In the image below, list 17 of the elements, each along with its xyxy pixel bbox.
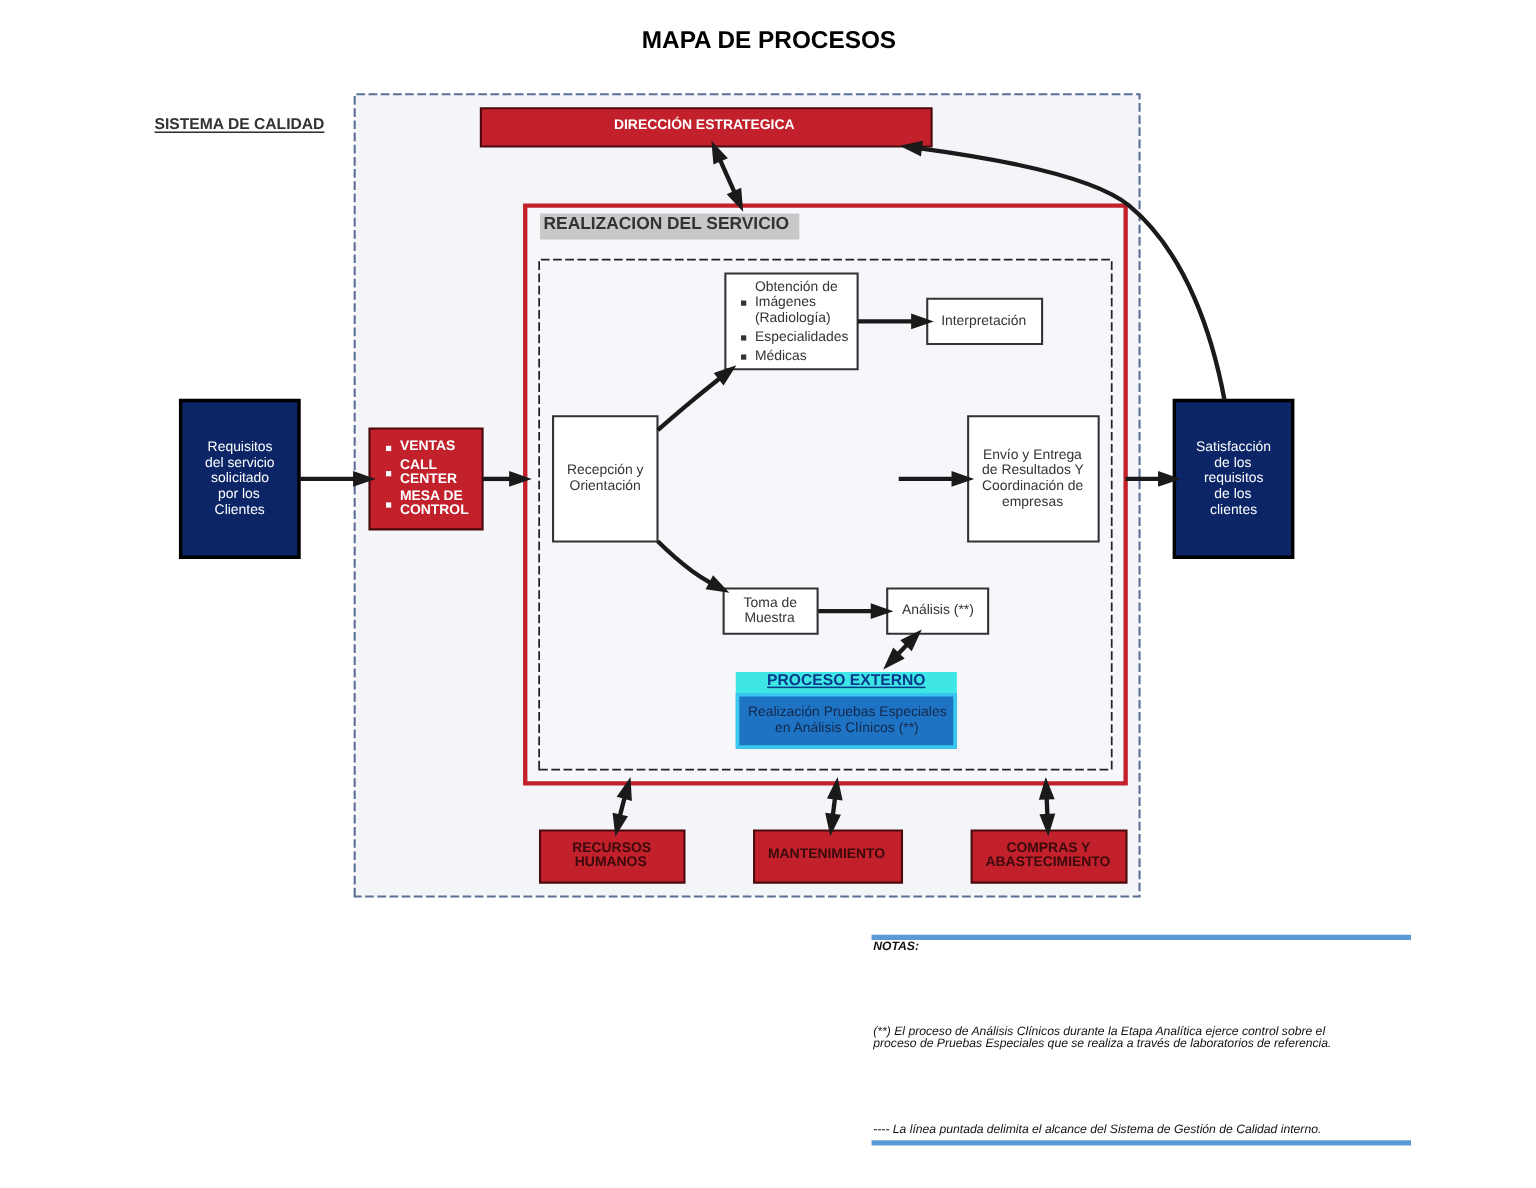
diagram-title: MAPA DE PROCESOS <box>641 26 897 55</box>
cluster <box>538 258 1113 771</box>
label: SISTEMA DE CALIDAD <box>154 115 325 134</box>
arrow <box>857 313 934 330</box>
arrow <box>898 470 975 487</box>
arrow <box>656 365 737 432</box>
arrow <box>1125 470 1181 487</box>
arrow <box>656 539 730 593</box>
arrow <box>883 629 922 670</box>
arrow <box>825 776 843 837</box>
arrow <box>612 777 632 837</box>
arrow <box>818 603 894 620</box>
arrow <box>482 470 532 487</box>
arrow <box>299 470 376 487</box>
arrow <box>899 140 1227 401</box>
arrow <box>711 140 744 212</box>
arrow <box>1038 776 1056 837</box>
